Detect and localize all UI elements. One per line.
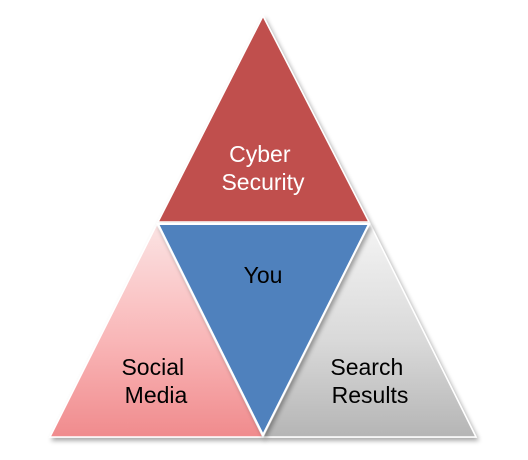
segment-you-shape [156, 223, 371, 438]
label-cyber-security: Cyber Security [221, 141, 305, 195]
segment-you [156, 223, 371, 438]
label-cyber-security-line-1: Cyber [229, 141, 291, 167]
label-search-results: Search Results [330, 354, 409, 408]
segment-cyber-security-shape [156, 14, 371, 223]
label-cyber-security-line-2: Security [221, 169, 305, 195]
label-social-media: Social Media [121, 354, 190, 408]
label-you: You [244, 262, 283, 288]
label-social-media-line-1: Social [121, 354, 184, 380]
label-social-media-line-2: Media [125, 382, 188, 408]
label-search-results-line-1: Search [330, 354, 403, 380]
segment-cyber-security [156, 14, 371, 223]
label-you-line-1: You [244, 262, 283, 288]
label-search-results-line-2: Results [332, 382, 409, 408]
